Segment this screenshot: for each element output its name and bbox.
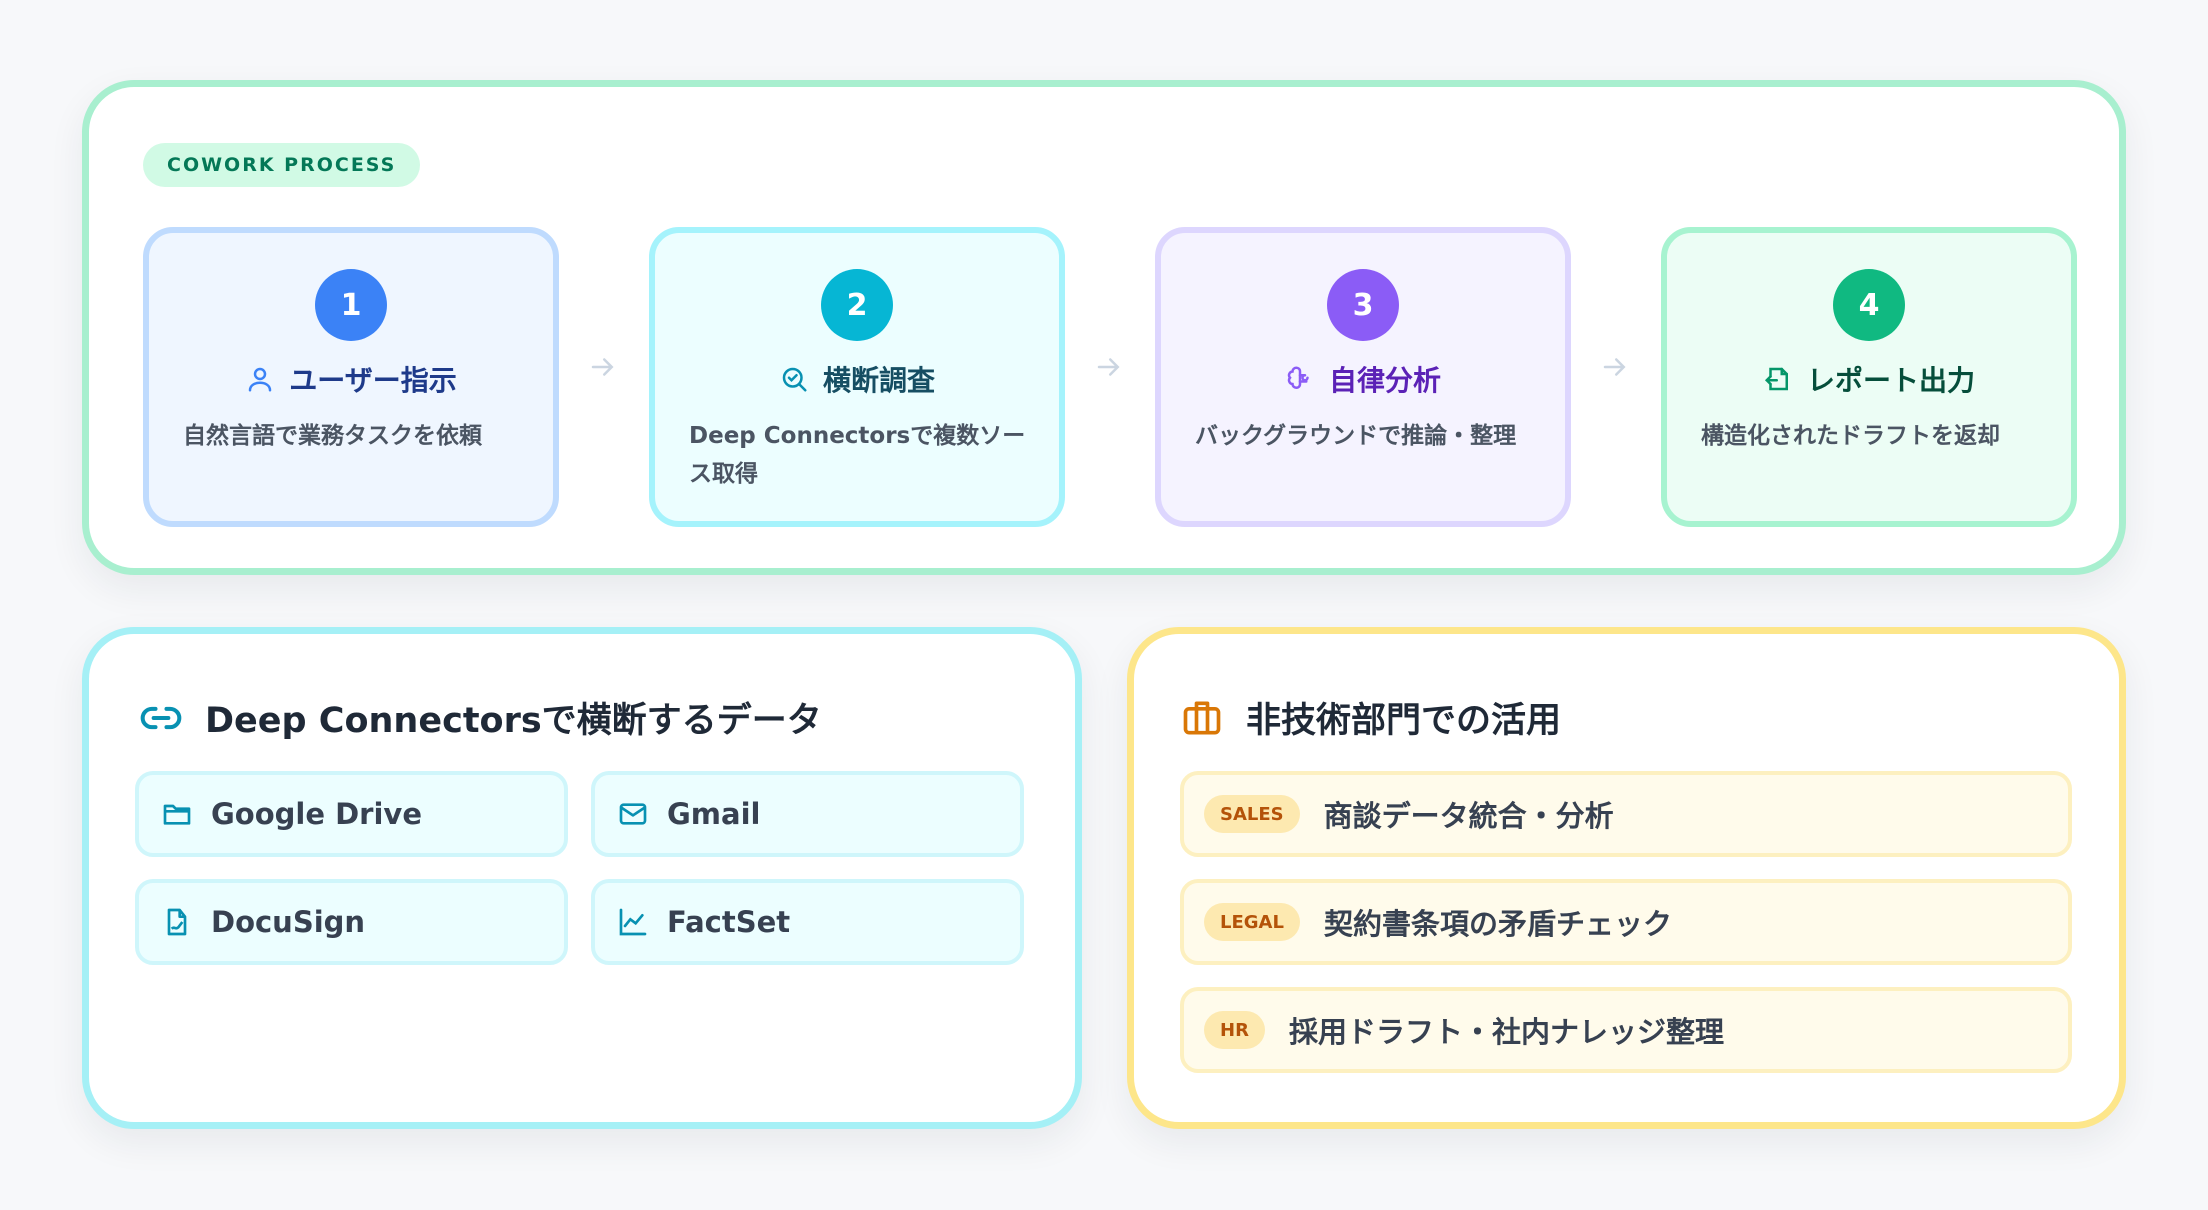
connector-label: DocuSign [211, 905, 366, 939]
brain-icon [1287, 366, 1309, 390]
step-card-cross-research: 2 横断調査 Deep Connectorsで複数ソース取得 [649, 227, 1065, 527]
non-technical-usecases-panel: 非技術部門での活用 SALES 商談データ統合・分析 LEGAL 契約書条項の矛… [1127, 627, 2126, 1129]
arrow-right-icon [591, 358, 614, 376]
link-icon [140, 706, 182, 729]
step-title: ユーザー指示 [289, 364, 457, 397]
department-tag: LEGAL [1204, 903, 1300, 941]
step-description: 構造化されたドラフトを返却 [1701, 423, 2000, 449]
user-icon [249, 367, 272, 392]
step-number: 3 [1327, 269, 1399, 341]
usecases-title-text: 非技術部門での活用 [1246, 701, 1562, 741]
step-description: Deep Connectorsで複数ソース取得 [689, 423, 1026, 487]
connector-label: FactSet [667, 905, 791, 939]
connector-label: Gmail [667, 797, 761, 831]
connector-google-drive[interactable]: Google Drive [135, 771, 568, 857]
step-description: 自然言語で業務タスクを依頼 [183, 423, 482, 449]
connector-gmail[interactable]: Gmail [591, 771, 1024, 857]
step-card-autonomous-analysis: 3 自律分析 バックグラウンドで推論・整理 [1155, 227, 1571, 527]
step-title: 自律分析 [1328, 364, 1441, 397]
step-card-user-instruction: 1 ユーザー指示 自然言語で業務タスクを依頼 [143, 227, 559, 527]
usecases-title: 非技術部門での活用 [1180, 692, 1561, 743]
connectors-title-text: Deep Connectorsで横断するデータ [205, 701, 822, 741]
department-tag: SALES [1204, 795, 1300, 833]
department-tag: HR [1204, 1011, 1265, 1049]
connector-label: Google Drive [211, 797, 423, 831]
step-number: 4 [1833, 269, 1905, 341]
usecase-label: 商談データ統合・分析 [1323, 799, 1614, 833]
arrow-right-icon [1097, 358, 1120, 376]
cowork-process-panel: COWORK PROCESS 1 ユーザー指示 自然言語で業務タスクを依頼 2 … [82, 80, 2126, 575]
process-badge: COWORK PROCESS [143, 143, 421, 187]
usecase-sales: SALES 商談データ統合・分析 [1180, 771, 2072, 857]
connector-docusign[interactable]: DocuSign [135, 879, 568, 965]
step-number: 1 [315, 269, 387, 341]
connectors-title: Deep Connectorsで横断するデータ [139, 692, 822, 743]
file-signature-icon [167, 908, 187, 936]
step-title: 横断調査 [822, 364, 935, 397]
arrow-right-icon [1603, 358, 1626, 376]
step-number: 2 [821, 269, 893, 341]
step-card-report-output: 4 レポート出力 構造化されたドラフトを返却 [1661, 227, 2077, 527]
file-output-icon [1764, 367, 1788, 391]
connector-factset[interactable]: FactSet [591, 879, 1024, 965]
briefcase-icon [1183, 701, 1221, 734]
step-title: レポート出力 [1806, 364, 1975, 397]
folder-icon [163, 804, 191, 825]
usecase-legal: LEGAL 契約書条項の矛盾チェック [1180, 879, 2072, 965]
search-check-icon [782, 367, 807, 392]
usecase-label: 採用ドラフト・社内ナレッジ整理 [1288, 1015, 1724, 1049]
deep-connectors-panel: Deep Connectorsで横断するデータ Google Drive Gma… [82, 627, 1082, 1129]
usecase-label: 契約書条項の矛盾チェック [1323, 907, 1672, 941]
usecase-hr: HR 採用ドラフト・社内ナレッジ整理 [1180, 987, 2072, 1073]
step-description: バックグラウンドで推論・整理 [1195, 423, 1517, 449]
line-chart-icon [619, 908, 647, 936]
mail-icon [619, 803, 647, 825]
